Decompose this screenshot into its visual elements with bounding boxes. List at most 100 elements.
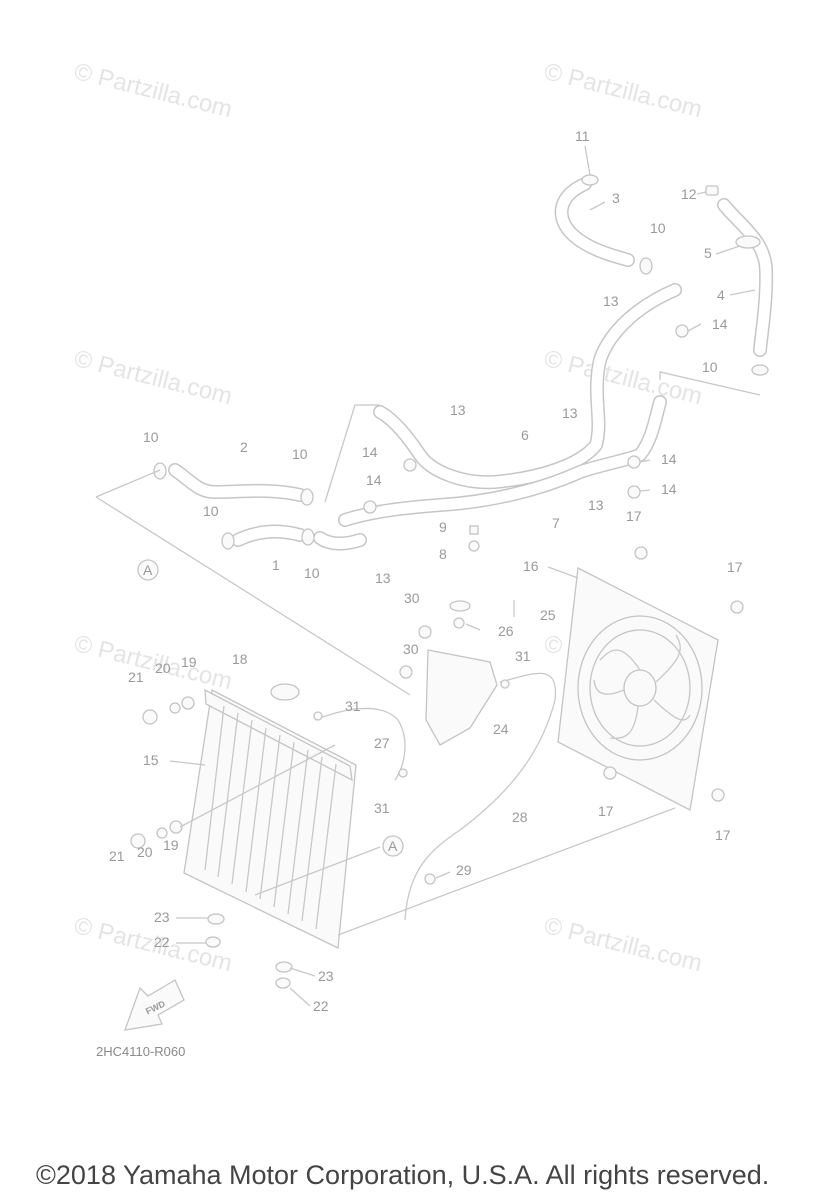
callout: 14	[661, 451, 677, 467]
hose-4[interactable]	[717, 198, 774, 357]
callout: 21	[109, 848, 125, 864]
clamp-10[interactable]	[153, 462, 167, 480]
callout: 2	[240, 439, 248, 455]
callout: 16	[523, 558, 539, 574]
bolt-14[interactable]	[363, 500, 377, 514]
collar-20[interactable]	[156, 827, 168, 839]
bolt-30[interactable]	[418, 625, 432, 639]
clamp-10[interactable]	[639, 257, 653, 275]
callout: 1	[272, 557, 280, 573]
callout: 13	[588, 497, 604, 513]
hose-27[interactable]	[314, 707, 406, 781]
bolt-21[interactable]	[142, 709, 158, 725]
bolt-17[interactable]	[634, 546, 648, 560]
callout: 25	[540, 607, 556, 623]
hose-2[interactable]	[168, 463, 307, 502]
fitting-12[interactable]	[705, 185, 719, 196]
clamp-10[interactable]	[300, 488, 314, 506]
bolt-8[interactable]	[468, 540, 480, 552]
svg-text:A: A	[388, 838, 398, 854]
callout: 12	[681, 186, 697, 202]
callout: 14	[362, 444, 378, 460]
ref-mark-a: A	[382, 835, 404, 857]
callout: 22	[154, 934, 170, 950]
callout: 26	[498, 623, 514, 639]
diagram-code: 2HC4110-R060	[96, 1044, 186, 1059]
callout: 9	[439, 519, 447, 535]
bracket-9[interactable]	[469, 525, 479, 535]
bolt-14[interactable]	[627, 455, 641, 469]
grommet-23[interactable]	[207, 913, 225, 925]
callout: 28	[512, 809, 528, 825]
bolt-14[interactable]	[403, 458, 417, 472]
callout: 23	[318, 968, 334, 984]
callout: 21	[128, 669, 144, 685]
callout: 10	[292, 446, 308, 462]
radiator-15[interactable]	[183, 688, 357, 949]
callout: 13	[562, 405, 578, 421]
hose-7[interactable]	[338, 395, 667, 527]
callout: 10	[304, 565, 320, 581]
callout: 31	[345, 698, 361, 714]
callout: 5	[704, 245, 712, 261]
callout: 20	[155, 660, 171, 676]
callout: 8	[439, 546, 447, 562]
callout: 20	[137, 844, 153, 860]
clamp-31[interactable]	[313, 711, 323, 721]
callout: 14	[661, 481, 677, 497]
callout: 3	[612, 190, 620, 206]
grommet-23[interactable]	[275, 961, 293, 973]
callout: 14	[712, 316, 728, 332]
callout: 11	[575, 128, 590, 144]
callout: 19	[181, 654, 197, 670]
ref-mark-a: A	[137, 559, 159, 581]
hose-6[interactable]	[373, 283, 682, 490]
callout: 14	[366, 472, 382, 488]
bolt-17[interactable]	[603, 766, 617, 780]
callout: 17	[727, 559, 743, 575]
fwd-arrow: FWD	[124, 979, 185, 1031]
callout: 19	[163, 837, 179, 853]
clamp-5[interactable]	[735, 235, 761, 249]
callout: 10	[650, 220, 666, 236]
clamp-31[interactable]	[398, 768, 408, 778]
callout: 30	[403, 641, 419, 657]
leader-lines	[169, 145, 756, 1007]
seal-26[interactable]	[453, 617, 465, 629]
callout: 29	[456, 862, 472, 878]
callout: 6	[521, 427, 529, 443]
clamp-10[interactable]	[301, 528, 315, 546]
grommet-22[interactable]	[205, 936, 221, 948]
clamp-11[interactable]	[581, 174, 599, 186]
grommet-19[interactable]	[169, 820, 183, 834]
hose-3[interactable]	[554, 177, 635, 267]
radiator-cap-18[interactable]	[270, 683, 300, 701]
callout: 4	[717, 287, 725, 303]
callout: 10	[702, 359, 718, 375]
grommet-22[interactable]	[275, 977, 291, 989]
callout: 17	[715, 827, 731, 843]
callouts: 11 3 12 10 5 4 13 14 10 13 13 10 2 10 14…	[109, 128, 743, 1014]
tank-cap-25[interactable]	[449, 600, 471, 612]
bolt-14[interactable]	[675, 324, 689, 338]
grommet-19[interactable]	[181, 696, 195, 710]
bolt-21[interactable]	[130, 833, 146, 849]
callout: 13	[375, 570, 391, 586]
bolt-30[interactable]	[399, 665, 413, 679]
callout: 18	[232, 651, 248, 667]
reservoir-tank-24[interactable]	[425, 649, 498, 746]
bolt-17[interactable]	[730, 600, 744, 614]
collar-20[interactable]	[169, 702, 181, 714]
callout: 27	[374, 735, 390, 751]
clamp-10[interactable]	[221, 532, 235, 550]
clamp-10[interactable]	[751, 364, 769, 376]
fan-assembly-16[interactable]	[557, 566, 719, 811]
hose-28[interactable]	[404, 672, 557, 921]
callout: 7	[552, 515, 560, 531]
clamp-29[interactable]	[424, 873, 436, 885]
bolt-14[interactable]	[627, 485, 641, 499]
hose-1[interactable]	[231, 524, 367, 551]
bolt-17[interactable]	[711, 788, 725, 802]
clamp-31[interactable]	[500, 679, 510, 689]
